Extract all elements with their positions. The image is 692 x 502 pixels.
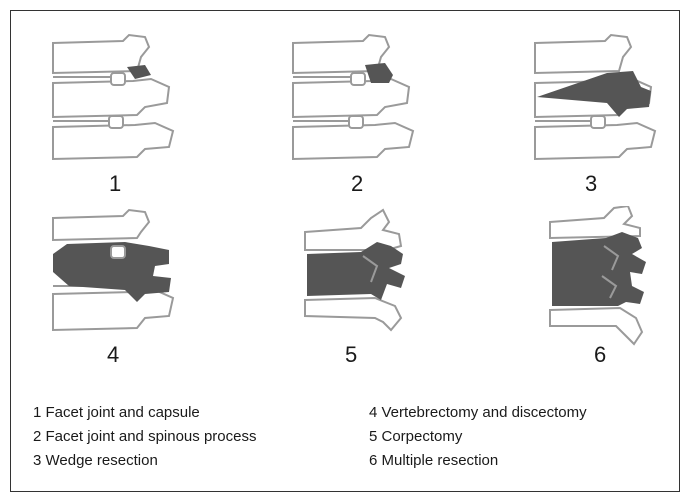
legend-item-6: 6 Multiple resection bbox=[369, 449, 587, 473]
spine-diagram-4 bbox=[41, 206, 201, 356]
resected-area bbox=[552, 232, 646, 306]
legend-item-5: 5 Corpectomy bbox=[369, 425, 587, 449]
legend-item-3: 3 Wedge resection bbox=[33, 449, 256, 473]
panel-1: 1 bbox=[41, 31, 201, 216]
legend-item-2: 2 Facet joint and spinous process bbox=[33, 425, 256, 449]
panel-number-5: 5 bbox=[345, 342, 357, 368]
panel-number-4: 4 bbox=[107, 342, 119, 368]
panel-6: 6 bbox=[536, 206, 692, 391]
legend-right: 4 Vertebrectomy and discectomy 5 Corpect… bbox=[369, 401, 587, 473]
legend-item-4: 4 Vertebrectomy and discectomy bbox=[369, 401, 587, 425]
legend-left: 1 Facet joint and capsule 2 Facet joint … bbox=[33, 401, 256, 473]
legend-item-1: 1 Facet joint and capsule bbox=[33, 401, 256, 425]
spine-diagram-3 bbox=[523, 31, 683, 181]
spine-diagram-2 bbox=[281, 31, 441, 181]
panel-4: 4 bbox=[41, 206, 201, 391]
panel-5: 5 bbox=[291, 206, 451, 391]
panel-number-1: 1 bbox=[109, 171, 121, 197]
spine-diagram-5 bbox=[291, 206, 451, 356]
panel-2: 2 bbox=[281, 31, 441, 216]
spine-diagram-6 bbox=[536, 206, 692, 356]
resected-area bbox=[365, 63, 393, 83]
panel-number-3: 3 bbox=[585, 171, 597, 197]
resected-area bbox=[127, 65, 151, 79]
figure-frame: 1 2 bbox=[10, 10, 680, 492]
spine-diagram-1 bbox=[41, 31, 201, 181]
panel-number-6: 6 bbox=[594, 342, 606, 368]
panel-number-2: 2 bbox=[351, 171, 363, 197]
panel-3: 3 bbox=[523, 31, 683, 216]
